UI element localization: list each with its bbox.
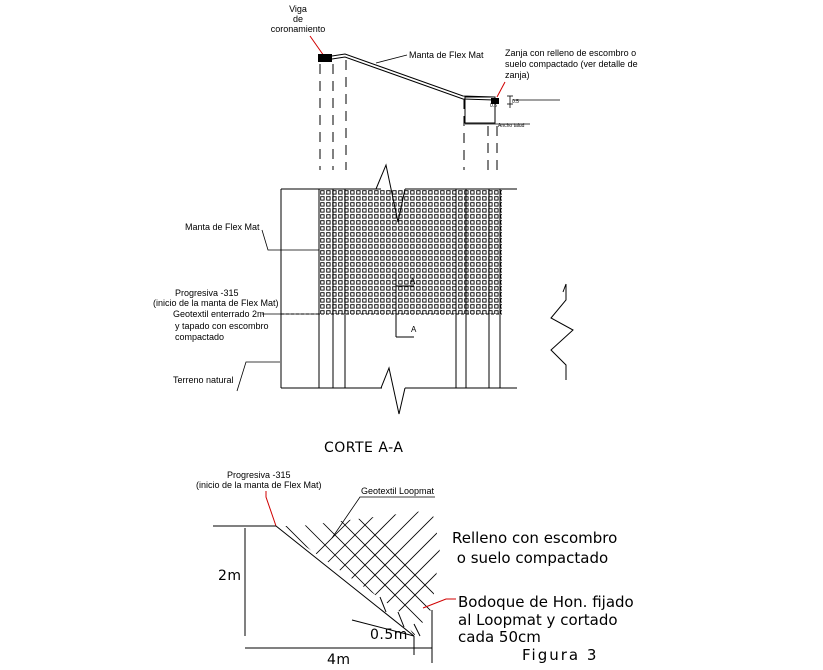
dim-2m: 2m <box>218 568 242 584</box>
zanja-box <box>464 96 496 124</box>
zanja-leader <box>496 81 506 98</box>
corte-title: CORTE A-A <box>324 440 403 456</box>
progresiva-plan-line3: Geotextil enterrado 2m <box>173 309 265 319</box>
dim-small-2: 0.5 <box>490 103 497 109</box>
progresiva-plan-line4: y tapado con escombro <box>175 321 269 331</box>
bodoque-leader <box>422 598 456 609</box>
manta-leader-plan <box>261 229 319 251</box>
bodoque-1 <box>379 596 387 613</box>
zanja-label-line1: Zanja con relleno de escombro o <box>505 48 636 58</box>
dim-width-label: Ancho talud <box>498 123 525 129</box>
viga-label-line3: coronamiento <box>271 24 326 34</box>
dim-05m-line <box>351 619 415 637</box>
progresiva-plan-line5: compactado <box>175 332 224 342</box>
break-right-arrow <box>562 283 567 293</box>
section-marker-bottom: A <box>411 325 417 334</box>
progresiva-section-line2: (inicio de la manta de Flex Mat) <box>196 480 322 490</box>
break-right <box>550 284 574 380</box>
viga-block <box>318 54 332 62</box>
viga-label-line2: de <box>293 14 303 24</box>
geotextil-leader <box>331 496 435 539</box>
zanja-label-line2: suelo compactado (ver detalle de <box>505 59 638 69</box>
figure-label: Figura 3 <box>522 646 598 664</box>
relleno-line2: o suelo compactado <box>452 549 608 567</box>
viga-leader <box>309 35 325 57</box>
terreno-label: Terreno natural <box>173 375 234 385</box>
dim-05m: 0.5m <box>370 627 408 643</box>
manta-leader-top <box>375 54 408 64</box>
bodoque-line1: Bodoque de Hon. fijado <box>458 593 634 611</box>
progresiva-plan-line1: Progresiva -315 <box>175 288 239 298</box>
bodoque-2 <box>397 611 405 628</box>
top-profile: Viga de coronamiento Manta de Flex Mat Z… <box>271 4 638 170</box>
section-marker-top: A <box>410 277 416 286</box>
geotextil-label: Geotextil Loopmat <box>361 486 435 496</box>
bodoque-line3: cada 50cm <box>458 628 541 646</box>
break-bottom <box>380 366 406 415</box>
viga-label-line1: Viga <box>289 4 307 14</box>
zanja-fill <box>491 98 499 104</box>
slope-line-lower <box>331 56 495 101</box>
zanja-label-line3: zanja) <box>505 70 530 80</box>
progresiva-section-leader <box>265 491 277 527</box>
flexmat-grid <box>320 190 502 314</box>
manta-label-plan: Manta de Flex Mat <box>185 222 260 232</box>
dim-4m: 4m <box>327 652 351 668</box>
manta-label-top: Manta de Flex Mat <box>409 50 484 60</box>
terreno-leader <box>236 361 280 392</box>
slope-line <box>275 525 415 637</box>
cross-section: Progresiva -315 (inicio de la manta de F… <box>196 470 634 668</box>
plan-view: A A Manta de Flex Mat Progresiva -315 (i… <box>153 163 574 415</box>
bodoque-3 <box>413 623 421 637</box>
relleno-line1: Relleno con escombro <box>452 529 617 547</box>
slope-line-upper <box>331 53 495 98</box>
progresiva-plan-line2: (inicio de la manta de Flex Mat) <box>153 298 279 308</box>
dim-small-1: 0.5 <box>512 99 519 105</box>
progresiva-section-line1: Progresiva -315 <box>227 470 291 480</box>
bodoque-line2: al Loopmat y cortado <box>458 611 618 629</box>
